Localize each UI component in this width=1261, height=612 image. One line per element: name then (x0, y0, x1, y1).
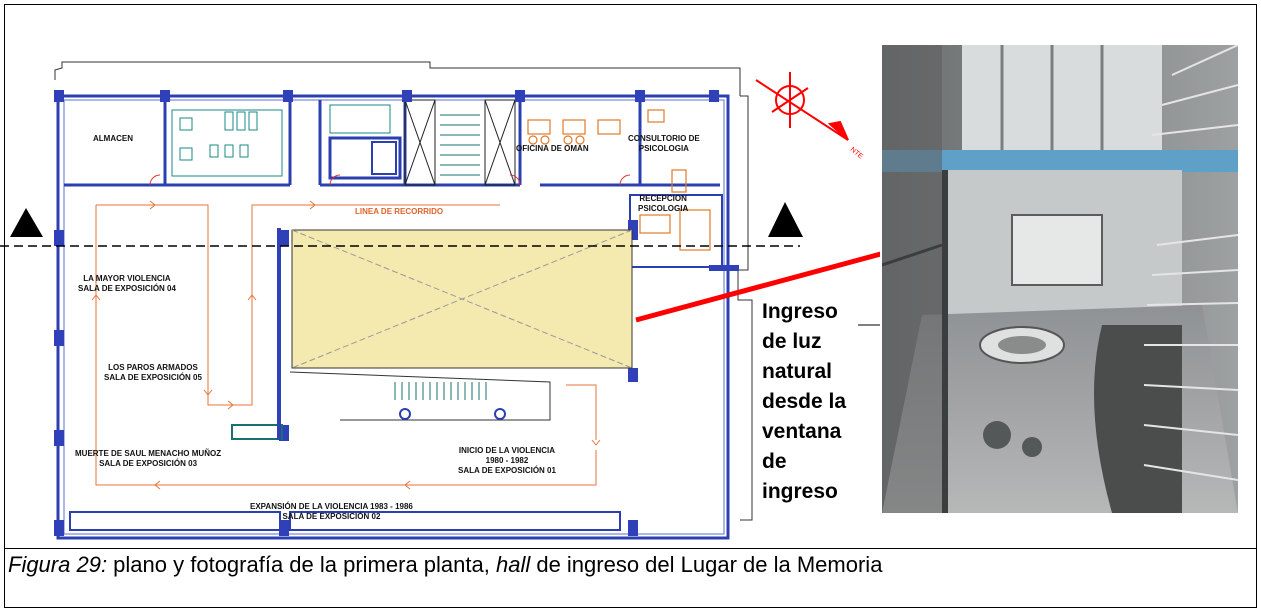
lower-bench (231, 424, 283, 440)
photo-window-upper (962, 45, 1162, 155)
photo-balcony-edge (942, 170, 948, 513)
figure-frame (4, 4, 1257, 608)
stair-core (404, 99, 516, 186)
label-linea-recorrido: LINEA DE RECORRIDO (355, 207, 444, 216)
label-almacen: ALMACEN (93, 134, 133, 143)
light-pointer-line (635, 251, 880, 323)
note-line-7: ingreso (762, 480, 838, 503)
light-entry-note: Ingreso de luz natural desde la ventana … (762, 297, 862, 507)
caption-text-2: de ingreso del Lugar de la Memoria (530, 552, 883, 577)
photo-rail (882, 243, 943, 267)
interior-wall-left (277, 228, 281, 440)
lower-platform (289, 371, 551, 421)
label-sala05: LOS PAROS ARMADOS SALA DE EXPOSICIÓN 05 (104, 363, 202, 383)
label-sala03: MUERTE DE SAUL MENACHO MUÑOZ SALA DE EXP… (75, 449, 221, 469)
photo-table-2 (1022, 437, 1042, 457)
note-line-5: ventana (762, 420, 842, 443)
outer-wall (56, 94, 730, 540)
elevator-shaft-top (329, 104, 391, 134)
section-marker-left (10, 208, 43, 237)
label-sala04-l2: SALA DE EXPOSICIÓN 04 (78, 284, 176, 293)
note-line-1: Ingreso (762, 300, 838, 323)
label-sala01-l1: INICIO DE LA VIOLENCIA (458, 446, 556, 455)
north-arrow-icon (755, 72, 849, 141)
label-sala02-l1: EXPANSIÓN DE LA VIOLENCIA 1983 - 1986 (250, 502, 413, 511)
photo-glass-door (1011, 214, 1103, 286)
door-swings (149, 174, 631, 186)
note-line-6: de (762, 450, 787, 473)
outer-wall-inner (63, 99, 725, 535)
route-line (95, 204, 597, 486)
bottom-window-left (69, 511, 281, 531)
lower-column-1 (399, 408, 411, 420)
label-sala05-l1: LOS PAROS ARMADOS (108, 363, 198, 372)
caption-rule (4, 548, 1257, 549)
lower-column-2 (494, 408, 506, 420)
label-sala03-l2: SALA DE EXPOSICIÓN 03 (99, 459, 198, 468)
label-sala01: INICIO DE LA VIOLENCIA 1980 - 1982 SALA … (458, 446, 556, 476)
label-sala03-l1: MUERTE DE SAUL MENACHO MUÑOZ (75, 449, 222, 458)
photo-table-1 (983, 421, 1011, 449)
label-recepcion-l2: PSICOLOGIA (638, 204, 689, 213)
lower-stair (394, 382, 487, 400)
note-line-3: natural (762, 360, 833, 383)
roof-outline-right (737, 95, 753, 521)
photo-desk-inner (998, 336, 1046, 354)
figure-caption: Figura 29: plano y fotografía de la prim… (8, 552, 882, 578)
caption-figure-label: Figura 29: (8, 552, 108, 577)
label-sala01-l2: 1980 - 1982 (485, 456, 529, 465)
atrium-photo (882, 45, 1238, 513)
elevator-cab (371, 141, 397, 175)
section-marker-right (768, 202, 803, 237)
floor-plan: NTE (0, 61, 880, 540)
roof-outline (54, 61, 741, 96)
caption-hall-word: hall (495, 552, 531, 577)
route-arrows (91, 200, 601, 490)
label-sala02: EXPANSIÓN DE LA VIOLENCIA 1983 - 1986 SA… (250, 502, 413, 522)
label-sala04: LA MAYOR VIOLENCIA SALA DE EXPOSICIÓN 04 (78, 274, 176, 294)
label-oficina: OFICINA DE OMAN (516, 144, 589, 153)
photo-left-balcony (882, 45, 942, 513)
photo-window-mullions (1000, 45, 1104, 155)
photo-planter (1094, 325, 1182, 513)
label-consultorio-l1: CONSULTORIO DE (628, 134, 700, 143)
atrium-diag-2 (291, 229, 633, 369)
label-sala02-l2: SALA DE EXPOSICIÓN 02 (282, 512, 381, 521)
north-label: NTE (849, 146, 864, 161)
elevator (328, 136, 402, 180)
photo-stairs-right (1143, 45, 1238, 481)
label-sala01-l3: SALA DE EXPOSICIÓN 01 (458, 466, 556, 475)
label-recepcion: RECEPCION PSICOLOGIA (638, 194, 688, 214)
caption-text-1: plano y fotografía de la primera planta, (107, 552, 496, 577)
note-line-2: de luz (762, 330, 822, 353)
stair-treads (440, 114, 480, 176)
bathroom-fixtures (171, 109, 283, 177)
bottom-window-right (289, 511, 621, 531)
label-recepcion-l1: RECEPCION (639, 194, 687, 203)
label-consultorio-l2: PSICOLOGIA (638, 144, 689, 153)
photo-blue-beam (882, 150, 1238, 172)
label-sala04-l1: LA MAYOR VIOLENCIA (83, 274, 171, 283)
label-consultorio: CONSULTORIO DE PSICOLOGIA (628, 134, 700, 154)
note-line-4: desde la (762, 390, 847, 413)
columns (54, 90, 739, 536)
office-furniture (527, 109, 711, 251)
label-sala05-l2: SALA DE EXPOSICIÓN 05 (104, 373, 202, 382)
